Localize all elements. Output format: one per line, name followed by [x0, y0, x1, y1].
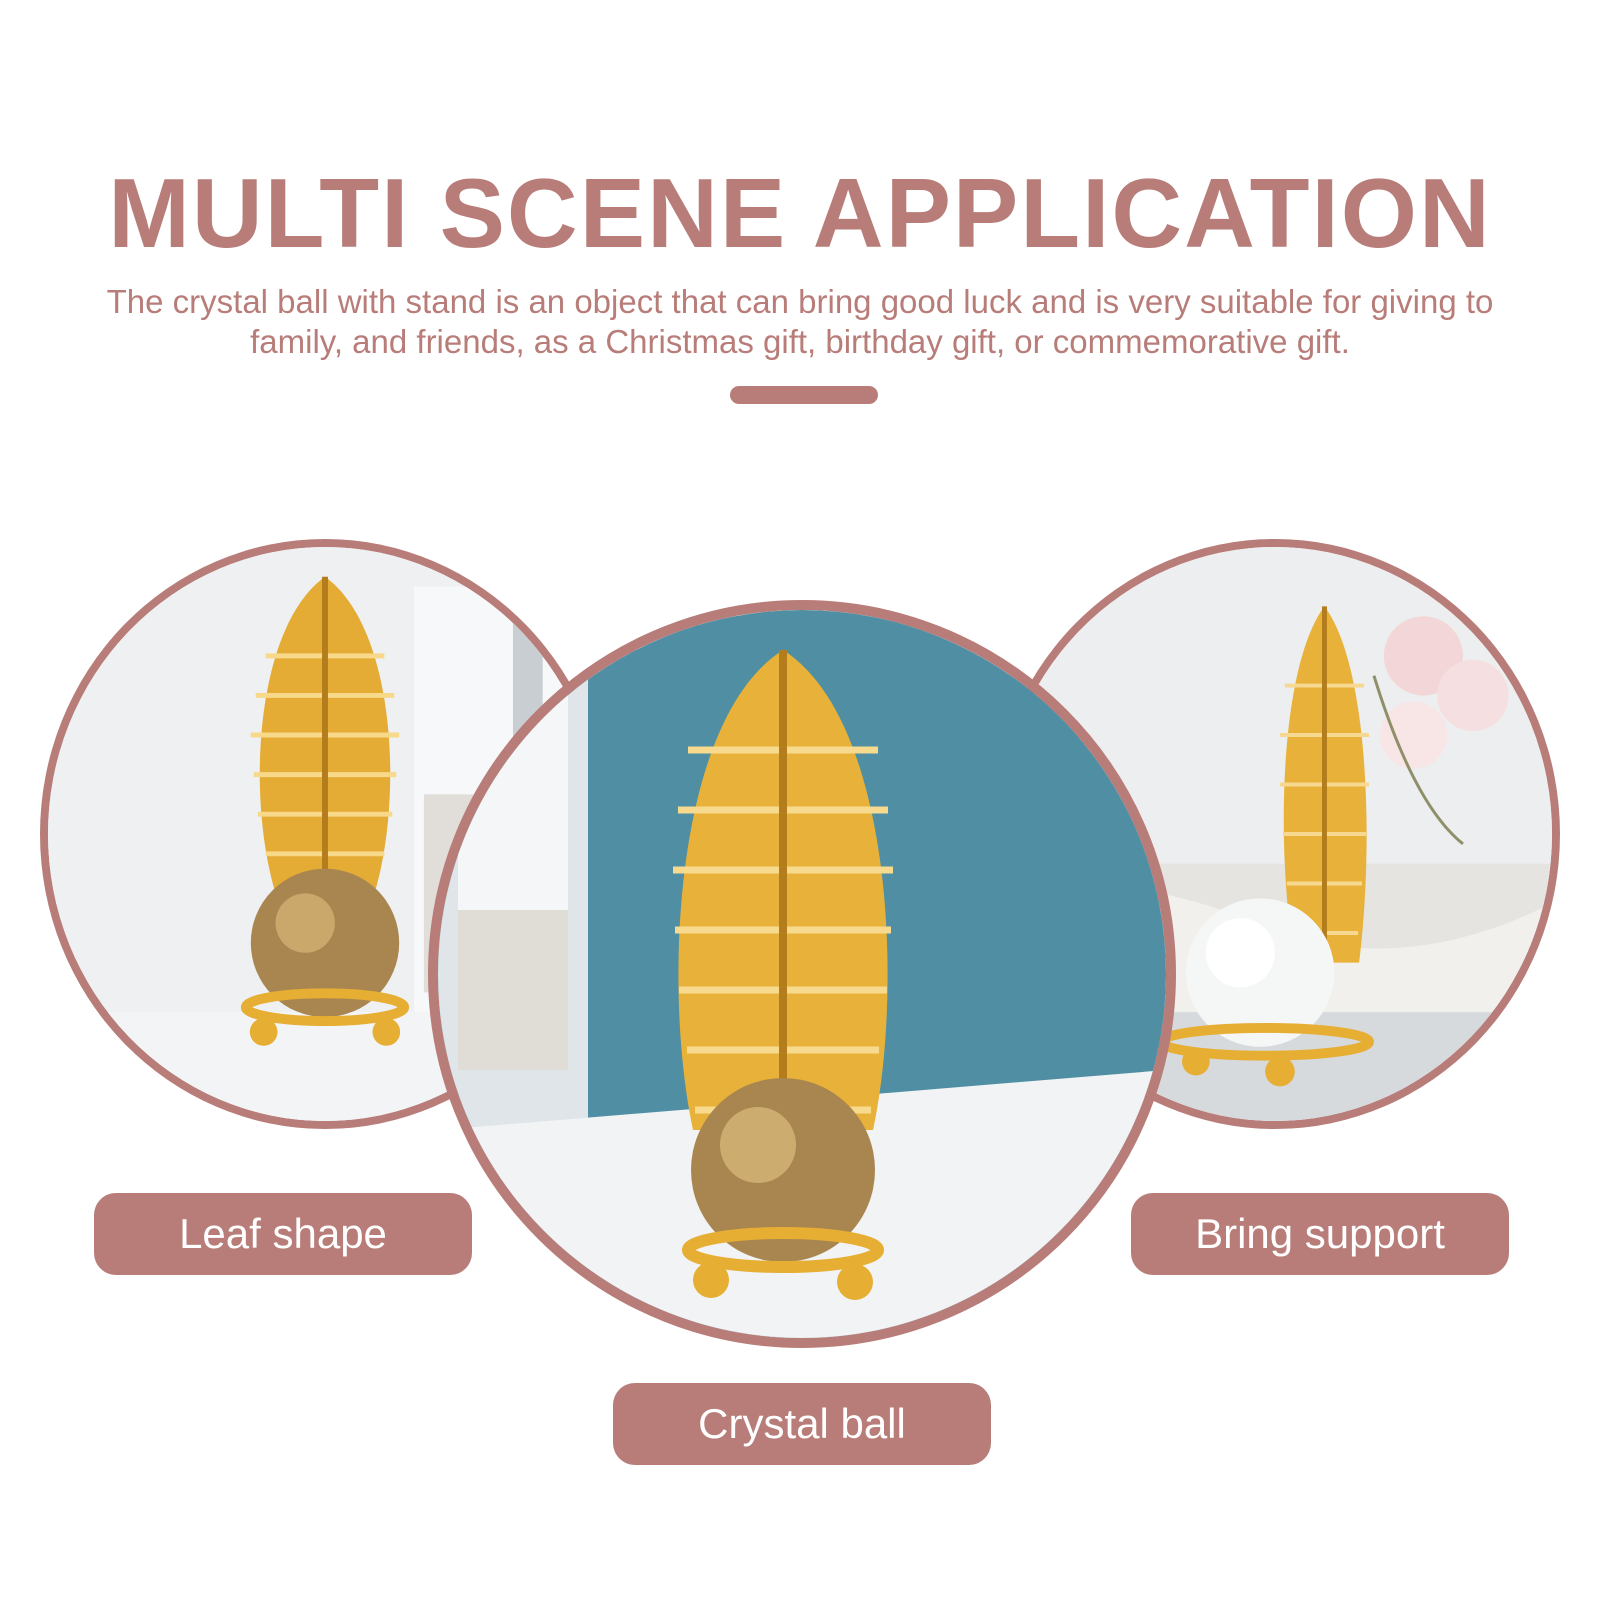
scene-image-crystal-ball [428, 600, 1176, 1348]
feature-label-bring-support: Bring support [1131, 1193, 1509, 1275]
feature-label-crystal-ball: Crystal ball [613, 1383, 991, 1465]
page-description: The crystal ball with stand is an object… [106, 283, 1494, 360]
page-title: MULTI SCENE APPLICATION [108, 158, 1492, 268]
title-divider [730, 386, 878, 404]
feature-label-leaf-shape: Leaf shape [94, 1193, 472, 1275]
